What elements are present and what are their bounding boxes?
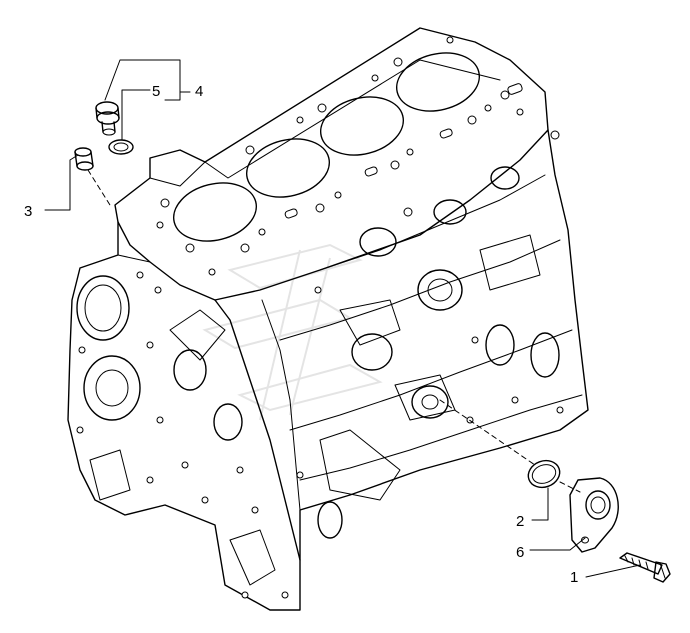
part-4-seal-washer [108, 139, 134, 155]
callout-2: 2 [516, 513, 524, 530]
callout-3: 3 [24, 203, 32, 220]
callout-5: 5 [152, 83, 160, 100]
side-face-holes [296, 130, 564, 479]
part-3-dowel-pin [74, 147, 94, 171]
front-bore-lower [83, 355, 141, 421]
dowel-guide-line [87, 169, 111, 206]
block-front-face [67, 221, 301, 611]
part-2-o-ring [527, 459, 561, 489]
callout-4: 4 [195, 83, 203, 100]
callout-1: 1 [570, 569, 578, 586]
side-parts-guide-line [439, 399, 536, 466]
cylinder-bore-1 [172, 182, 258, 242]
deck-holes [156, 36, 524, 253]
front-face-holes [76, 268, 289, 599]
block-top-deck [114, 27, 549, 301]
cylinder-bore-3 [319, 96, 405, 156]
leader-lines [44, 59, 641, 578]
callout-6: 6 [516, 544, 524, 561]
part-1-bolt [619, 552, 671, 583]
part-5-plug [95, 101, 120, 136]
cylinder-bores [172, 52, 481, 242]
engine-block [67, 27, 589, 611]
part-6-cover-plate [569, 477, 619, 553]
front-bore-upper [76, 275, 130, 341]
cylinder-bore-2 [245, 138, 331, 198]
watermark-logo [202, 243, 383, 421]
block-side-face [299, 129, 589, 561]
cylinder-bore-4 [395, 52, 481, 112]
